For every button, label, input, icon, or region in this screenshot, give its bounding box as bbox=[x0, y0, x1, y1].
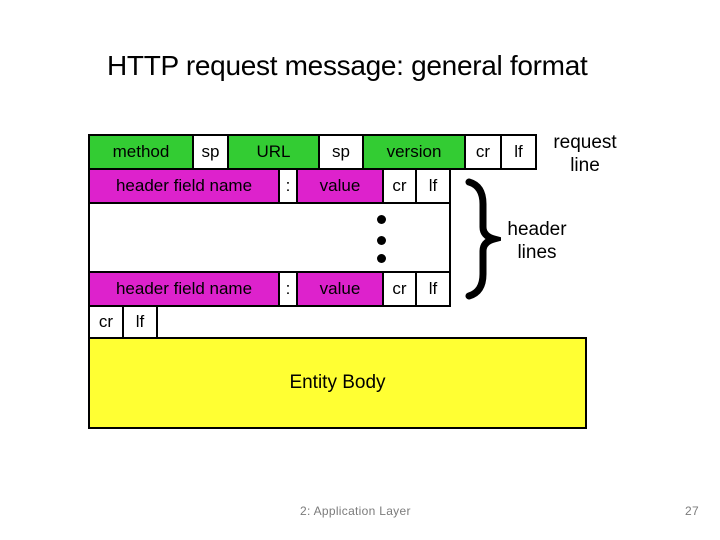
cell-lf: lf bbox=[415, 271, 451, 307]
cell-header-field-name: header field name bbox=[88, 271, 280, 307]
header-lines-caption: header lines bbox=[498, 218, 576, 264]
cell-cr: cr bbox=[88, 305, 124, 339]
ellipsis-dot bbox=[377, 215, 386, 224]
footer-section-label: 2: Application Layer bbox=[300, 504, 411, 518]
request-line-caption: request line bbox=[540, 131, 630, 177]
cell-cr: cr bbox=[464, 134, 502, 170]
page-title: HTTP request message: general format bbox=[107, 50, 588, 81]
cell-lf: lf bbox=[122, 305, 158, 339]
cell-cr: cr bbox=[382, 271, 417, 307]
header-lines-caption-line2: lines bbox=[517, 242, 557, 263]
cell-cr: cr bbox=[382, 168, 417, 204]
cell-colon: : bbox=[278, 168, 298, 204]
request-line-caption-line1: request bbox=[553, 132, 617, 153]
cell-value: value bbox=[296, 271, 384, 307]
ellipsis-dot bbox=[377, 254, 386, 263]
cell-colon: : bbox=[278, 271, 298, 307]
cell-header-field-name: header field name bbox=[88, 168, 280, 204]
cell-method: method bbox=[88, 134, 194, 170]
cell-value: value bbox=[296, 168, 384, 204]
cell-url: URL bbox=[227, 134, 320, 170]
cell-lf: lf bbox=[500, 134, 537, 170]
cell-sp: sp bbox=[318, 134, 364, 170]
header-lines-caption-line1: header bbox=[507, 219, 567, 240]
ellipsis-dot bbox=[377, 236, 386, 245]
footer-page-number: 27 bbox=[685, 504, 699, 518]
header-lines-ellipsis-box bbox=[88, 202, 451, 273]
cell-version: version bbox=[362, 134, 466, 170]
header-lines-brace-icon bbox=[465, 178, 501, 300]
request-line-caption-line2: line bbox=[570, 155, 600, 176]
entity-body-box: Entity Body bbox=[88, 337, 587, 429]
entity-body-label: Entity Body bbox=[289, 372, 386, 393]
cell-sp: sp bbox=[192, 134, 229, 170]
cell-lf: lf bbox=[415, 168, 451, 204]
